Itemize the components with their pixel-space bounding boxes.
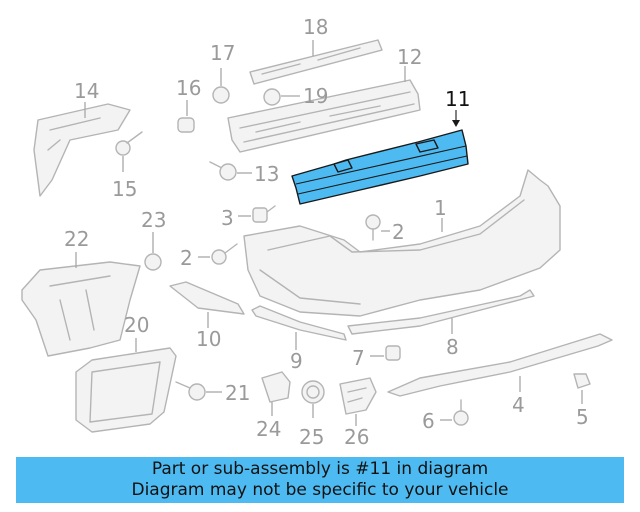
callout-19: 19 [303, 84, 328, 108]
callout-23: 23 [141, 208, 166, 232]
part-15-bolt [115, 131, 143, 172]
callout-13: 13 [254, 162, 279, 186]
part-9-trim [251, 305, 347, 350]
part-23-clip [144, 232, 162, 271]
part-13-bolt [209, 161, 252, 181]
part-7-clip [370, 345, 401, 361]
callout-11: 11 [445, 87, 470, 111]
callout-1: 1 [434, 196, 447, 220]
part-11-highlighted [291, 110, 469, 205]
callout-9: 9 [290, 349, 303, 373]
callout-10: 10 [196, 327, 221, 351]
part-18-bracket [249, 39, 383, 85]
part-16-clip [177, 100, 195, 133]
part-20-module [75, 338, 177, 433]
part-17-clip [212, 68, 230, 104]
part-14-side-bracket [33, 102, 131, 197]
callout-16: 16 [176, 76, 201, 100]
callout-15: 15 [112, 177, 137, 201]
callout-6: 6 [422, 409, 435, 433]
part-26-bracket [339, 377, 377, 426]
callout-18: 18 [303, 15, 328, 39]
part-21-bolt [175, 381, 222, 401]
parts-diagram: 18 12 17 19 16 14 15 [21, 15, 613, 449]
part-2-bolt-b [198, 243, 238, 265]
part-22-bracket [21, 252, 141, 357]
part-5-clip [573, 373, 591, 404]
banner-line-1: Part or sub-assembly is #11 in diagram [151, 459, 489, 479]
callout-26: 26 [344, 425, 369, 449]
part-25-ring [301, 380, 325, 418]
part-4-diffuser [387, 333, 613, 397]
callout-25: 25 [299, 425, 324, 449]
part-8-strip [347, 289, 535, 335]
part-10-reflector [169, 281, 245, 328]
callout-22: 22 [64, 227, 89, 251]
part-24-sensor [261, 371, 291, 416]
part-2-bolt-a [365, 214, 390, 241]
callout-24: 24 [256, 417, 281, 441]
callout-7: 7 [352, 346, 365, 370]
callout-17: 17 [210, 41, 235, 65]
banner-line-2: Diagram may not be specific to your vehi… [131, 480, 509, 500]
part-3-clip [238, 205, 276, 223]
callout-3: 3 [221, 206, 234, 230]
callout-5: 5 [576, 405, 589, 429]
callout-2b: 2 [180, 246, 193, 270]
callout-12: 12 [397, 45, 422, 69]
info-banner: Part or sub-assembly is #11 in diagram D… [16, 457, 624, 503]
part-1-bumper-cover [243, 169, 561, 317]
callout-4: 4 [512, 393, 525, 417]
part-6-bolt [440, 399, 469, 426]
callout-2a: 2 [392, 220, 405, 244]
callout-8: 8 [446, 335, 459, 359]
callout-21: 21 [225, 381, 250, 405]
callout-20: 20 [124, 313, 149, 337]
part-12-reinforcement [227, 66, 421, 153]
callout-14: 14 [74, 79, 99, 103]
part-19-nut [263, 88, 300, 106]
